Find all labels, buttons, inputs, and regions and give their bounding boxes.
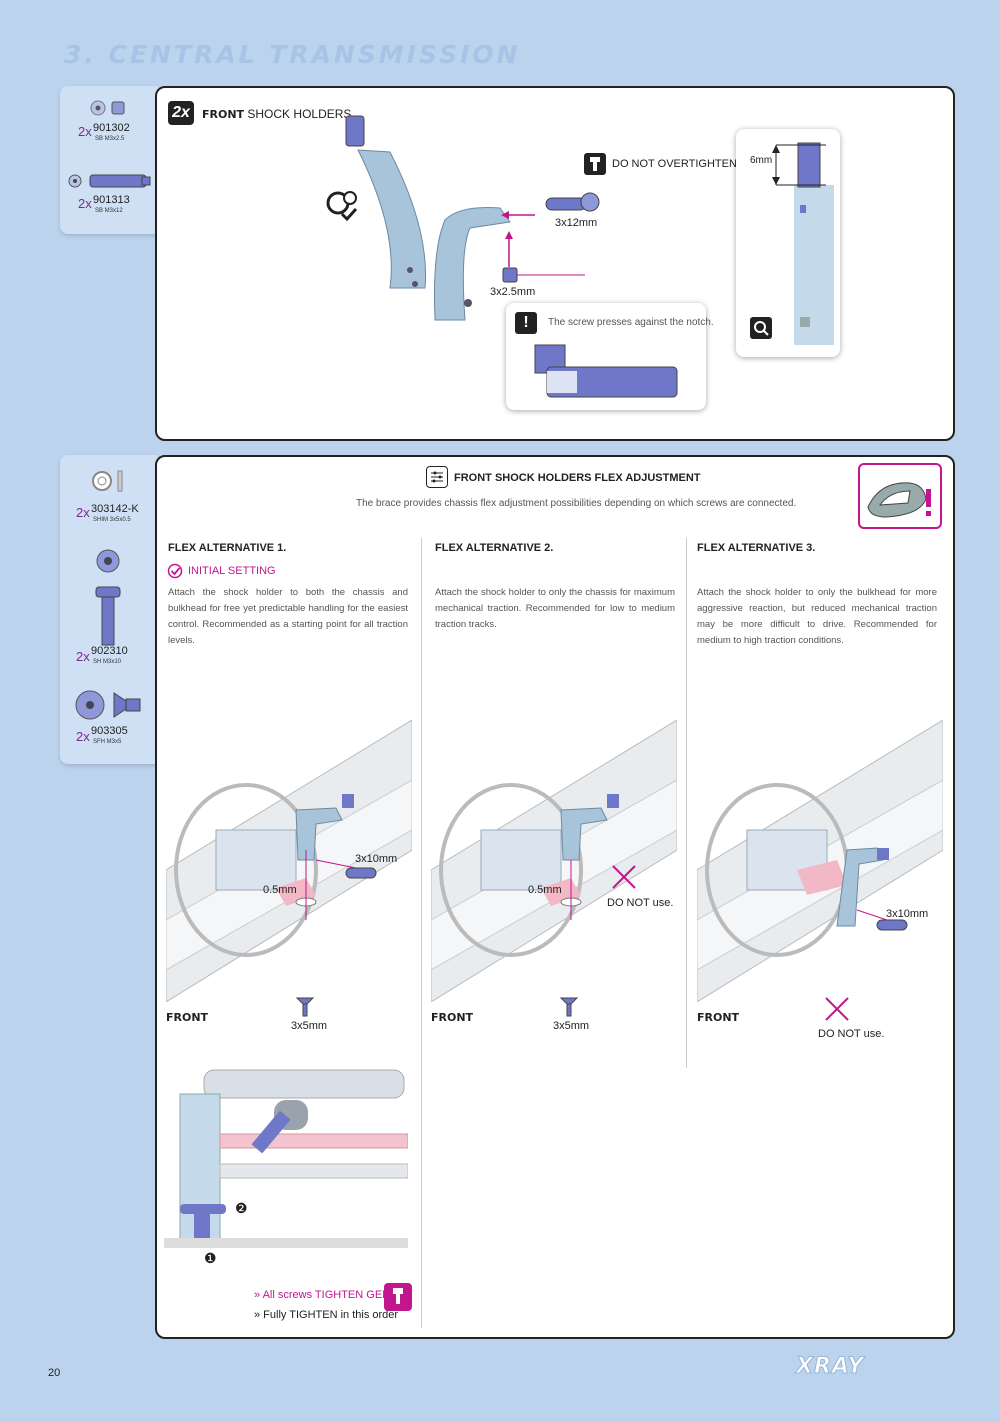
flex-alt2-title: FLEX ALTERNATIVE 2. [435, 542, 554, 554]
part-303142-K: 2x 303142-K SHIM 3x5x0.5 [76, 503, 139, 523]
flex-alt1-title: FLEX ALTERNATIVE 1. [168, 542, 287, 554]
alt2-do-not-use-label: DO NOT use. [607, 897, 674, 909]
part-901302: 2x 901302 SB M3x2.5 [78, 122, 130, 142]
alt3-front-label: FRONT [697, 1011, 740, 1024]
column-divider-2 [686, 538, 687, 1068]
socket-head-screw-icon [95, 549, 121, 646]
chassis-illustration-alt1 [166, 720, 412, 1002]
alt2-flat-screw-icon [559, 997, 579, 1017]
order-num-2: ❷ [235, 1200, 248, 1216]
brand-logo: XRAY [795, 1354, 865, 1380]
order-num-1: ❶ [204, 1250, 217, 1266]
chassis-illustration-alt3 [697, 720, 943, 1002]
flex-alt3-text: Attach the shock holder to only the bulk… [697, 587, 937, 646]
screw-notch-illustration [534, 344, 678, 398]
screw-3x12-label: 3x12mm [555, 217, 598, 229]
magnifier-icon [750, 317, 772, 339]
page-number: 20 [48, 1367, 61, 1379]
exclamation-icon: ! [515, 312, 537, 334]
step1-heading: FRONT SHOCK HOLDERS [202, 107, 352, 121]
part-902310: 2x 902310 SH M3x10 [76, 645, 128, 665]
parts-tab-step1: 2x 901302 SB M3x2.5 2x 901313 SB M3x12 [60, 86, 158, 234]
part-901313: 2x 901313 SB M3x12 [78, 194, 130, 214]
part-903305: 2x 903305 SFH M3x5 [76, 725, 128, 745]
parts-tab-step2: 2x 303142-K SHIM 3x5x0.5 2x 902310 SH M3… [60, 455, 158, 764]
page-title: 3. CENTRAL TRANSMISSION [64, 40, 521, 69]
screwdriver-icon [384, 1283, 412, 1311]
shock-holder-illustration [326, 115, 511, 321]
shim-icon [92, 470, 123, 492]
alt2-front-label: FRONT [431, 1011, 474, 1024]
alt1-flat-screw-icon [295, 997, 315, 1017]
initial-setting-label: INITIAL SETTING [188, 565, 276, 577]
chassis-illustration-alt2 [431, 720, 677, 1002]
cross-icon [612, 865, 636, 889]
washer-icon [90, 100, 125, 116]
quantity-badge: 2x [168, 101, 194, 125]
do-not-overtighten-label: DO NOT OVERTIGHTEN [612, 158, 737, 170]
alt2-shim-label: 0.5mm [528, 884, 562, 896]
detail-view-box: 6mm [736, 129, 840, 357]
set-screw-3x2.5 [502, 267, 518, 283]
screw-3x2.5-label: 3x2.5mm [490, 286, 536, 298]
alt2-bottom-screw-label: 3x5mm [553, 1020, 590, 1032]
car-warning-icon [858, 463, 942, 529]
tighten-gently-text: » All screws TIGHTEN GENTLY [254, 1289, 410, 1301]
gear-check-icon [326, 191, 358, 222]
pink-arrows [501, 211, 585, 276]
alt1-screw-label: 3x10mm [355, 853, 398, 865]
flex-alt2-text: Attach the shock holder to only the chas… [435, 587, 675, 630]
dimension-6mm-label: 6mm [750, 155, 773, 166]
flex-alt3-title: FLEX ALTERNATIVE 3. [697, 542, 816, 554]
fully-tighten-text: » Fully TIGHTEN in this order [254, 1309, 399, 1321]
alt3-do-not-use-label: DO NOT use. [818, 1028, 885, 1040]
alt3-cross-icon [825, 997, 849, 1021]
alt1-bottom-screw-label: 3x5mm [291, 1020, 328, 1032]
notch-note-box: ! The screw presses against the notch. [506, 303, 714, 410]
column-divider-1 [421, 538, 422, 1328]
flat-head-screw-icon [75, 690, 141, 720]
alt3-screw-label: 3x10mm [886, 908, 929, 920]
front-logo: FRONT [202, 108, 245, 121]
check-circle-icon [167, 563, 183, 579]
flex-alt1-text: Attach the shock holder to both the chas… [168, 587, 408, 646]
tightening-order-illustration [164, 1069, 408, 1248]
screw-icon [68, 174, 151, 188]
screw-3x12 [545, 192, 600, 212]
flex-adjustment-intro: The brace provides chassis flex adjustme… [356, 498, 797, 509]
alt1-shim-label: 0.5mm [263, 884, 297, 896]
detail-illustration [772, 142, 834, 345]
notch-note-text: The screw presses against the notch. [548, 317, 714, 328]
wrench-warning-icon [584, 153, 606, 175]
alt1-front-label: FRONT [166, 1011, 209, 1024]
flex-adjustment-heading: FRONT SHOCK HOLDERS FLEX ADJUSTMENT [454, 472, 701, 484]
settings-icon [426, 466, 448, 488]
